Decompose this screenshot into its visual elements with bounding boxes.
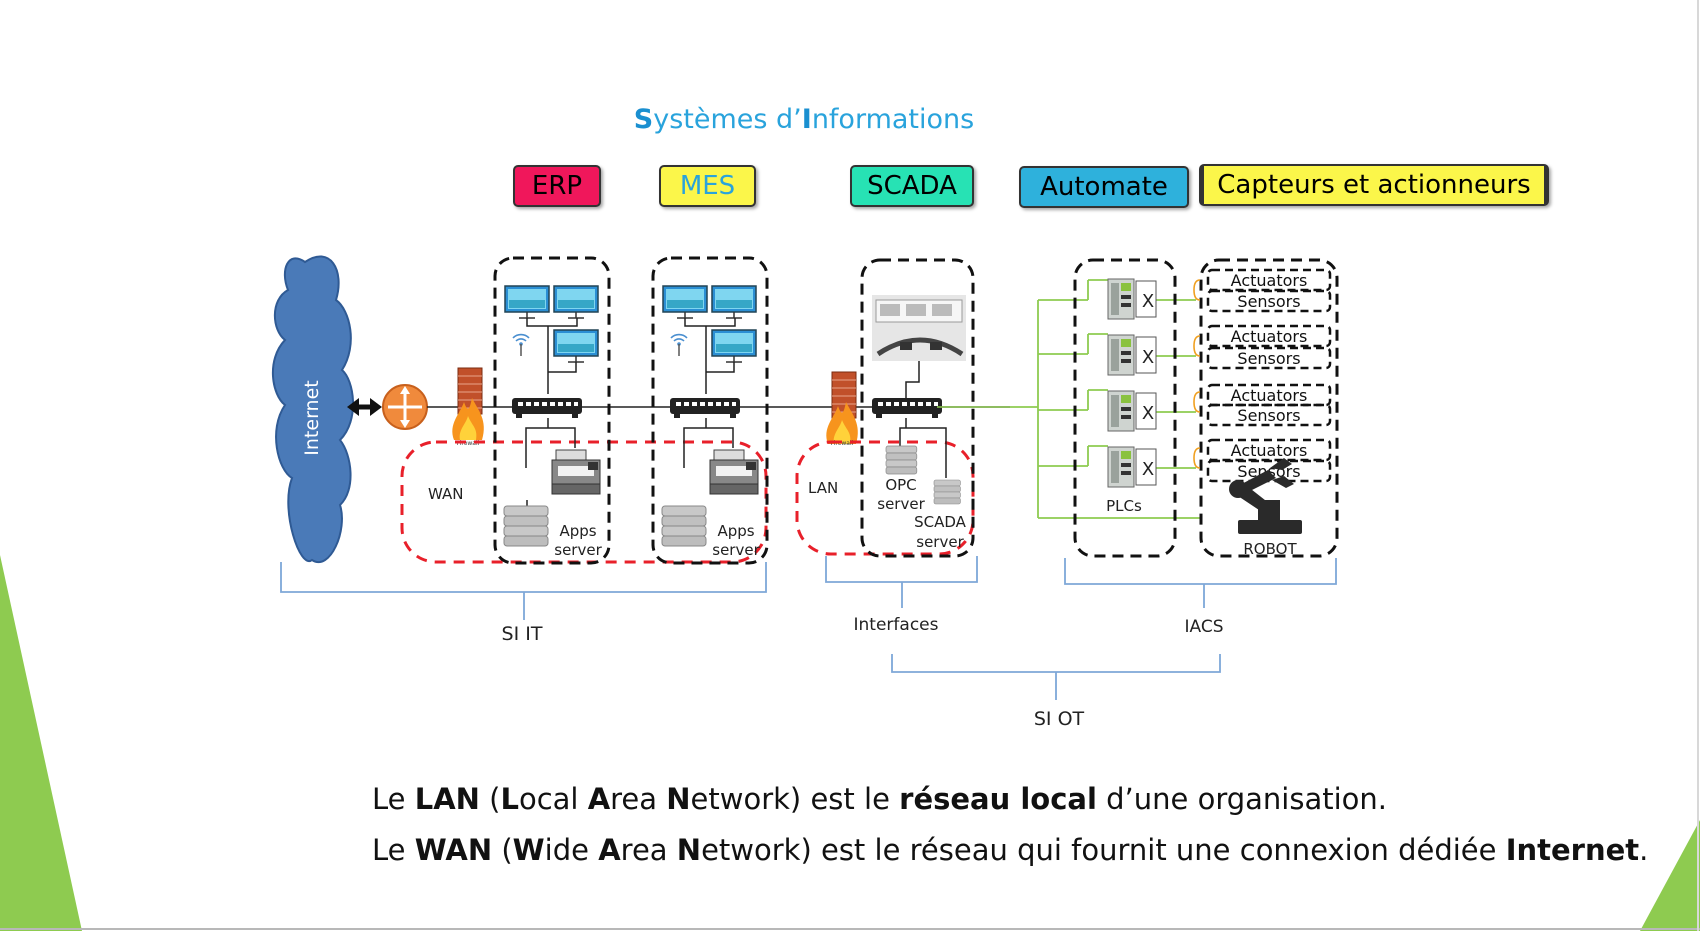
capteurs-tag: Capteurs et actionneurs bbox=[1199, 164, 1549, 206]
scada-server-label: SCADA bbox=[914, 513, 967, 531]
interfaces-label: Interfaces bbox=[854, 615, 939, 635]
switch-icon bbox=[872, 398, 942, 418]
actuators-label: Actuators bbox=[1231, 271, 1308, 290]
bidirectional-arrow-icon bbox=[347, 398, 382, 416]
scada-box bbox=[860, 258, 975, 558]
sensors-label: Sensors bbox=[1237, 292, 1300, 311]
firewall-ot-icon bbox=[825, 371, 859, 445]
iacs-bracket bbox=[1064, 558, 1337, 608]
caption-wan: Le WAN (Wide Area Network) est le réseau… bbox=[372, 833, 1649, 867]
field-network-lines bbox=[1010, 279, 1200, 519]
monitor-icon bbox=[662, 285, 708, 319]
printer-icon bbox=[709, 449, 759, 495]
wifi-icon bbox=[512, 333, 530, 357]
firewall-it-icon bbox=[451, 367, 485, 441]
firewall-it-label: Firewall bbox=[457, 440, 480, 447]
sensors-box bbox=[1206, 289, 1332, 313]
erp-box bbox=[493, 256, 611, 565]
wifi-icon bbox=[670, 333, 688, 357]
monitor-icon bbox=[504, 285, 550, 319]
sensors-label: Sensors bbox=[1237, 349, 1300, 368]
internet-label: Internet bbox=[301, 380, 323, 455]
iacs-label: IACS bbox=[1184, 617, 1223, 637]
switch-icon bbox=[512, 398, 582, 418]
plc-box bbox=[1073, 258, 1177, 558]
right-green-triangle bbox=[1640, 820, 1700, 931]
left-green-triangle bbox=[0, 555, 82, 931]
monitor-icon bbox=[553, 329, 599, 363]
router-icon bbox=[382, 384, 428, 430]
page-title: Systèmes d’Informations bbox=[633, 104, 975, 135]
opc-server-label: OPC bbox=[885, 476, 916, 494]
monitor-icon bbox=[711, 285, 757, 319]
opc-server-icon bbox=[885, 445, 918, 475]
plc-mark: X bbox=[1142, 459, 1154, 480]
sensors-label: Sensors bbox=[1237, 406, 1300, 425]
internet-cloud bbox=[271, 255, 354, 564]
lan-zone bbox=[795, 440, 975, 556]
robot-label: ROBOT bbox=[1243, 540, 1297, 558]
sensors-box bbox=[1206, 346, 1332, 370]
monitor-icon bbox=[711, 329, 757, 363]
scada-server-label: server bbox=[916, 533, 964, 551]
field-devices-box bbox=[1199, 258, 1339, 558]
firewall-ot-label: Firewall bbox=[831, 440, 854, 447]
si-it-bracket bbox=[280, 562, 767, 620]
lan-label: LAN bbox=[808, 479, 838, 497]
mes-tag: MES bbox=[659, 165, 756, 207]
actuators-label: Actuators bbox=[1231, 386, 1308, 405]
switch-icon bbox=[670, 398, 740, 418]
caption-lan: Le LAN (Local Area Network) est le résea… bbox=[372, 782, 1388, 816]
apps-server-label: server bbox=[554, 541, 602, 559]
interfaces-bracket bbox=[825, 556, 978, 608]
si-ot-bracket bbox=[891, 654, 1221, 700]
actuators-label: Actuators bbox=[1231, 441, 1308, 460]
erp-tag: ERP bbox=[513, 165, 601, 207]
plc-mark: X bbox=[1142, 291, 1154, 312]
control-room-icon bbox=[872, 295, 966, 361]
actuators-label: Actuators bbox=[1231, 327, 1308, 346]
scada-tag: SCADA bbox=[850, 165, 974, 207]
wan-label: WAN bbox=[428, 485, 464, 503]
opc-server-label: server bbox=[877, 495, 925, 513]
automate-tag: Automate bbox=[1019, 166, 1189, 208]
plc-mark: X bbox=[1142, 403, 1154, 424]
apps-server-label: server bbox=[712, 541, 760, 559]
plcs-label: PLCs bbox=[1106, 497, 1142, 515]
device-brackets bbox=[1193, 279, 1201, 469]
server-icon bbox=[503, 505, 549, 547]
server-icon bbox=[661, 505, 707, 547]
plc-mark: X bbox=[1142, 347, 1154, 368]
mes-box bbox=[651, 256, 769, 565]
apps-server-label: Apps bbox=[717, 522, 754, 540]
sensors-box bbox=[1206, 403, 1332, 427]
scada-server-icon bbox=[933, 479, 961, 505]
printer-icon bbox=[551, 449, 601, 495]
robot-arm-icon bbox=[1229, 458, 1302, 534]
apps-server-label: Apps bbox=[559, 522, 596, 540]
si-ot-label: SI OT bbox=[1034, 708, 1085, 730]
actuators-box bbox=[1206, 324, 1332, 348]
si-it-label: SI IT bbox=[502, 623, 543, 645]
monitor-icon bbox=[553, 285, 599, 319]
